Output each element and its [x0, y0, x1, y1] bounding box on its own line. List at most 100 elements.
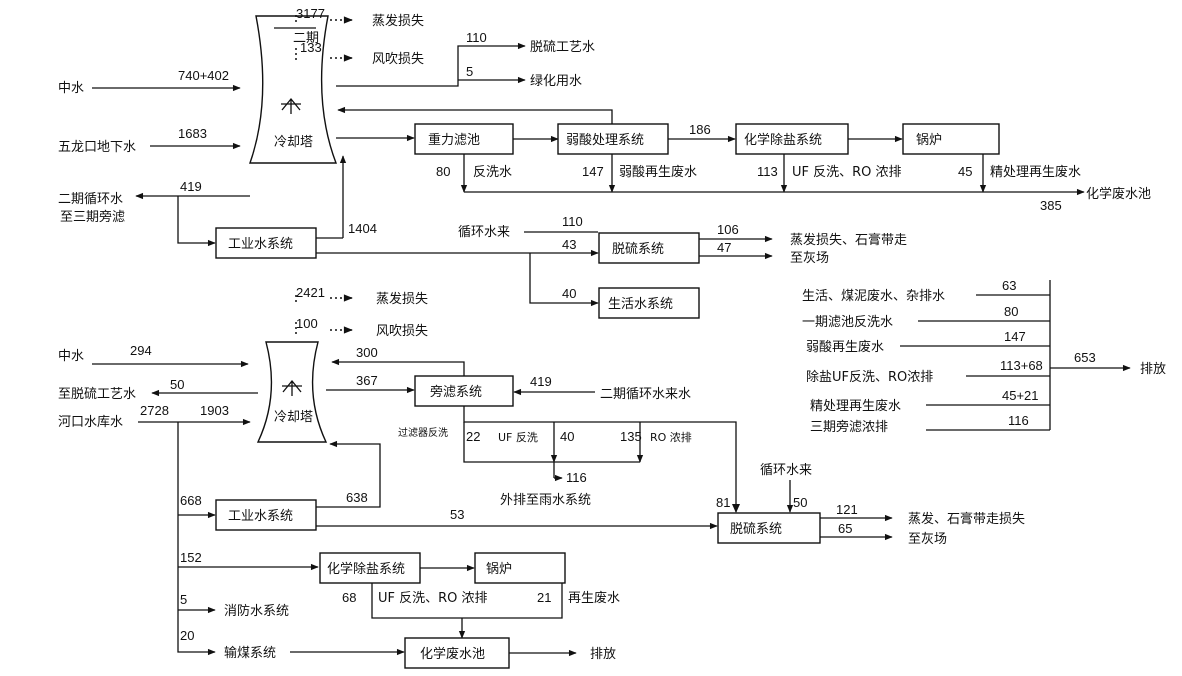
phase2-boiler-box	[902, 123, 1000, 155]
phase3-to-desulf-value: 53	[450, 507, 464, 522]
phase3-reservoir-value: 2728	[140, 403, 169, 418]
phase3-reclaimed-value: 294	[130, 343, 152, 358]
phase2-to-phase3-label-1: 二期循环水	[58, 192, 123, 207]
discharge-item-6-value: 116	[1008, 413, 1029, 428]
phase3-desulf-box	[717, 512, 821, 544]
phase3-demin-waste-value: 68	[342, 590, 356, 605]
phase2-greening-value: 5	[466, 64, 473, 79]
phase2-desulf-ash-label: 至灰场	[790, 251, 829, 266]
phase3-tower-to-filter-value: 367	[356, 373, 378, 388]
phase3-uf-value: 40	[560, 429, 574, 444]
phase2-domestic-in-value: 40	[562, 286, 576, 301]
phase3-coal-label: 输煤系统	[224, 645, 276, 661]
phase2-to-phase3-value: 419	[180, 179, 202, 194]
discharge-item-1-label: 生活、煤泥废水、杂排水	[802, 288, 945, 304]
phase3-fire-value: 5	[180, 592, 187, 607]
discharge-item-1-value: 63	[1002, 278, 1016, 293]
phase2-polish-regen-label: 精处理再生废水	[990, 164, 1081, 180]
phase3-desulf-loss-label: 蒸发、石膏带走损失	[908, 511, 1025, 527]
phase2-cooling-tower	[249, 15, 338, 164]
discharge-label: 排放	[1140, 362, 1166, 377]
discharge-item-5-label: 精处理再生废水	[810, 398, 901, 414]
phase2-wind-label: 风吹损失	[372, 52, 424, 67]
phase3-side-filter-label: 旁滤系统	[430, 384, 482, 400]
phase3-phase2-circ-value: 419	[530, 374, 552, 389]
discharge-item-3-label: 弱酸再生废水	[806, 339, 884, 355]
phase2-gravity-filter-label: 重力滤池	[428, 132, 480, 148]
phase3-evap-value: 2421	[296, 285, 325, 300]
phase3-desulf-process-label: 至脱硫工艺水	[58, 387, 136, 402]
phase3-reclaimed-label: 中水	[58, 349, 84, 364]
phase2-weak-to-demin-value: 186	[689, 122, 711, 137]
discharge-item-6-label: 三期旁滤浓排	[810, 419, 888, 435]
phase3-desulf-loss-value: 121	[836, 502, 858, 517]
phase2-to-pool-label: 化学废水池	[1086, 186, 1151, 202]
phase3-filter-backwash-label: 过滤器反洗	[398, 426, 448, 439]
phase3-side-filter-box	[414, 375, 514, 407]
phase3-to-rain-value: 116	[566, 470, 587, 485]
phase2-groundwater-value: 1683	[178, 126, 207, 141]
phase2-evap-label: 蒸发损失	[372, 13, 424, 29]
phase2-desulf-in-value: 43	[562, 237, 576, 252]
phase2-uf-ro-label: UF 反洗、RO 浓排	[792, 165, 902, 180]
phase3-wind-label: 风吹损失	[376, 324, 428, 339]
phase2-gravity-filter-box	[414, 123, 514, 155]
phase3-demin-in-value: 152	[180, 550, 202, 565]
phase3-return-value: 300	[356, 345, 378, 360]
phase2-desulf-process-value: 110	[466, 30, 487, 45]
phase2-polish-regen-value: 45	[958, 164, 972, 179]
phase2-weak-regen-value: 147	[582, 164, 604, 179]
phase2-industrial-box	[215, 227, 317, 259]
phase2-weak-acid-box	[557, 123, 669, 155]
phase3-industrial-label: 工业水系统	[228, 509, 293, 524]
discharge-item-5-value: 45+21	[1002, 388, 1039, 403]
phase3-ro-label: RO 浓排	[650, 430, 692, 444]
phase3-tower-label: 冷却塔	[274, 410, 313, 425]
phase3-pool-label: 化学废水池	[420, 646, 485, 662]
phase2-wind-value: 133	[300, 40, 322, 55]
phase3-uf-label: UF 反洗	[498, 431, 538, 444]
phase3-boiler-box	[474, 552, 566, 584]
phase3-industrial-box	[215, 499, 317, 531]
discharge-item-2-value: 80	[1004, 304, 1018, 319]
phase2-circ-in-label: 循环水来	[458, 225, 510, 240]
discharge-total-value: 653	[1074, 350, 1096, 365]
phase3-circ-in-value: 50	[793, 495, 807, 510]
phase3-to-rain-label: 外排至雨水系统	[500, 493, 591, 508]
phase2-demin-label: 化学除盐系统	[744, 132, 822, 148]
phase2-tower-title: 二期	[293, 31, 319, 46]
phase2-industrial-in-value: 1404	[348, 221, 377, 236]
discharge-item-2-label: 一期滤池反洗水	[802, 315, 893, 330]
phase2-desulf-loss-value: 106	[717, 222, 739, 237]
phase2-uf-ro-value: 113	[757, 164, 778, 179]
phase3-desulf-ash-label: 至灰场	[908, 532, 947, 547]
discharge-item-3-value: 147	[1004, 329, 1026, 344]
phase3-reservoir-label: 河口水库水	[58, 414, 123, 430]
phase3-demin-waste-label: UF 反洗、RO 浓排	[378, 591, 488, 606]
phase3-ro-to-desulf-value: 81	[716, 495, 730, 510]
phase3-circ-in-label: 循环水来	[760, 463, 812, 478]
phase2-desulf-box	[598, 232, 700, 264]
discharge-item-4-value: 113+68	[1000, 358, 1043, 373]
discharge-item-4-label: 除盐UF反洗、RO浓排	[806, 370, 933, 385]
phase2-tower-label: 冷却塔	[274, 135, 313, 150]
phase2-desulf-label: 脱硫系统	[612, 242, 664, 257]
phase2-groundwater-label: 五龙口地下水	[58, 140, 136, 155]
phase3-wind-value: 100	[296, 316, 318, 331]
phase2-domestic-box	[598, 287, 700, 319]
phase3-reservoir-tower-value: 1903	[200, 403, 229, 418]
phase3-evap-label: 蒸发损失	[376, 291, 428, 307]
phase2-backwash-label: 反洗水	[473, 165, 512, 180]
phase3-filter-backwash-value: 22	[466, 429, 480, 444]
phase3-industrial-out-value: 638	[346, 490, 368, 505]
phase2-greening-label: 绿化用水	[530, 74, 582, 89]
phase2-domestic-label: 生活水系统	[608, 297, 673, 312]
phase3-desulf-process-value: 50	[170, 377, 184, 392]
phase2-desulf-loss-label: 蒸发损失、石膏带走	[790, 232, 907, 248]
phase3-industrial-in-value: 668	[180, 493, 202, 508]
phase2-evap-value: 3177	[296, 6, 325, 21]
phase3-phase2-circ-label: 二期循环水来水	[600, 387, 691, 402]
phase3-ro-value: 135	[620, 429, 642, 444]
phase2-boiler-label: 锅炉	[916, 132, 942, 148]
